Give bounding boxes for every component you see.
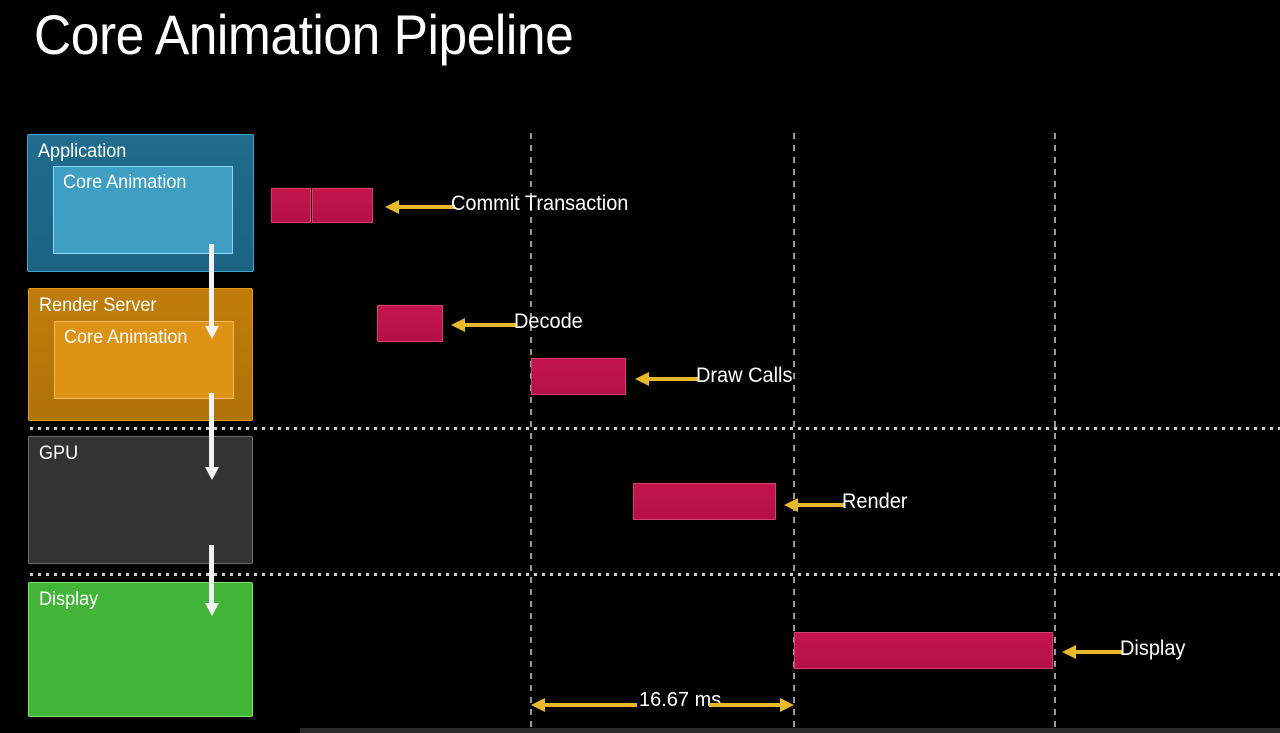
timeline-bar-draw-calls[interactable] bbox=[531, 358, 626, 395]
flow-arrow-down-icon-2 bbox=[205, 393, 219, 481]
gridline-vertical-3 bbox=[1054, 133, 1056, 733]
timeline-bar-render[interactable] bbox=[633, 483, 776, 520]
callout-arrow-stem bbox=[398, 205, 455, 209]
arrow-right-icon bbox=[780, 698, 794, 712]
page-title: Core Animation Pipeline bbox=[34, 3, 574, 66]
lane-box-gpu[interactable]: GPU bbox=[28, 436, 253, 564]
arrow-left-icon bbox=[1062, 645, 1076, 659]
inner-box-core-animation-render-server[interactable]: Core Animation bbox=[54, 321, 234, 399]
callout-arrow-stem bbox=[464, 323, 517, 327]
bottom-strip bbox=[300, 728, 1280, 733]
flow-arrow-stem bbox=[209, 545, 214, 604]
callout-label-decode: Decode bbox=[514, 310, 583, 333]
lane-label-display: Display bbox=[39, 589, 99, 610]
callout-arrow-stem bbox=[1075, 650, 1123, 654]
flow-arrow-stem bbox=[209, 244, 214, 327]
flow-arrow-down-icon-1 bbox=[205, 244, 219, 340]
lane-box-application[interactable]: Application Core Animation bbox=[27, 134, 254, 272]
flow-arrow-down-icon-3 bbox=[205, 545, 219, 617]
arrow-left-icon bbox=[385, 200, 399, 214]
arrow-left-icon bbox=[784, 498, 798, 512]
timeline-bar-commit-transaction-a[interactable] bbox=[271, 188, 311, 223]
flow-arrow-head bbox=[205, 467, 219, 480]
inner-label-core-animation-render-server: Core Animation bbox=[64, 327, 188, 348]
arrow-left-icon bbox=[635, 372, 649, 386]
callout-label-display: Display bbox=[1120, 637, 1186, 660]
measurement-stem-right bbox=[709, 703, 780, 707]
measurement-stem-left bbox=[545, 703, 637, 707]
callout-label-draw-calls: Draw Calls bbox=[696, 364, 793, 387]
flow-arrow-head bbox=[205, 326, 219, 339]
arrow-left-icon bbox=[531, 698, 545, 712]
timeline-bar-decode[interactable] bbox=[377, 305, 443, 342]
callout-label-render: Render bbox=[842, 490, 908, 513]
timeline-bar-commit-transaction-b[interactable] bbox=[312, 188, 373, 223]
frame-interval-measurement: 16.67 ms bbox=[531, 689, 794, 712]
callout-arrow-stem bbox=[648, 377, 698, 381]
callout-arrow-stem bbox=[797, 503, 845, 507]
arrow-left-icon bbox=[451, 318, 465, 332]
gridline-vertical-1 bbox=[530, 133, 532, 733]
lane-label-render-server: Render Server bbox=[39, 295, 157, 316]
inner-box-core-animation-application[interactable]: Core Animation bbox=[53, 166, 233, 254]
gridline-vertical-2 bbox=[793, 133, 795, 733]
callout-label-commit-transaction: Commit Transaction bbox=[451, 192, 629, 215]
lane-box-render-server[interactable]: Render Server Core Animation bbox=[28, 288, 253, 421]
measurement-label: 16.67 ms bbox=[639, 689, 722, 711]
inner-label-core-animation-application: Core Animation bbox=[63, 172, 187, 193]
flow-arrow-head bbox=[205, 603, 219, 616]
lane-separator-display bbox=[30, 573, 1280, 576]
lane-label-application: Application bbox=[38, 141, 127, 162]
lane-separator-gpu bbox=[30, 427, 1280, 430]
flow-arrow-stem bbox=[209, 393, 214, 468]
lane-box-display[interactable]: Display bbox=[28, 582, 253, 717]
lane-label-gpu: GPU bbox=[39, 443, 79, 464]
timeline-bar-display[interactable] bbox=[794, 632, 1053, 669]
